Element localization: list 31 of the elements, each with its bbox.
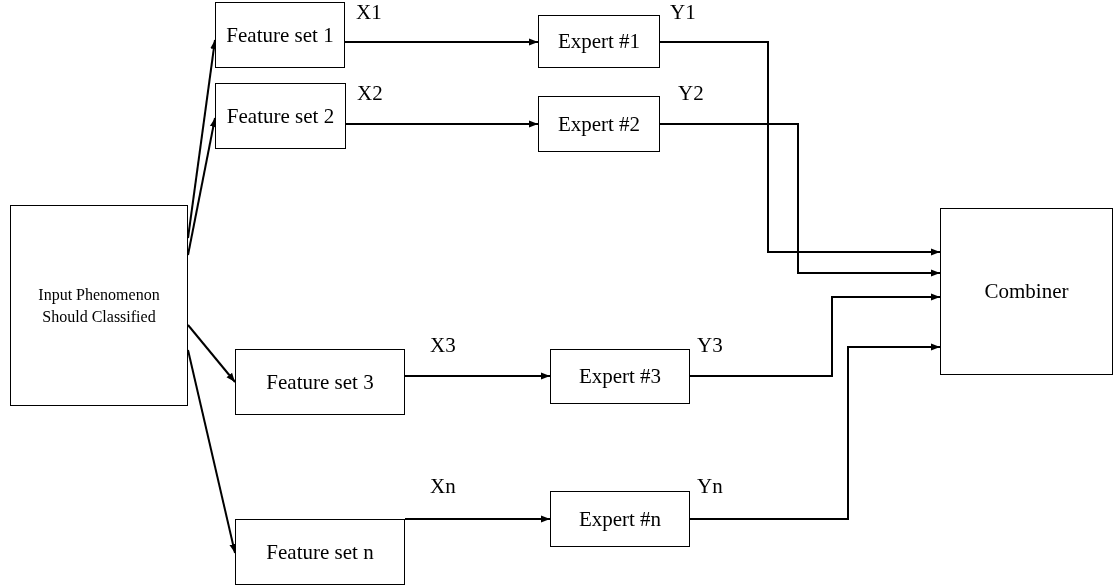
process-box — [550, 349, 690, 404]
process-box — [235, 349, 405, 415]
arrow — [345, 120, 539, 128]
process-box — [538, 96, 660, 152]
process-box — [940, 208, 1113, 375]
process-box — [10, 205, 188, 406]
arrow — [187, 349, 237, 554]
box-label: Combiner — [983, 278, 1070, 305]
process-box — [550, 491, 690, 547]
process-box — [215, 83, 346, 149]
box-label: Feature set 1 — [225, 21, 335, 49]
box-label: Feature set 2 — [225, 102, 336, 130]
arrow — [689, 343, 941, 520]
box-label: Feature set 3 — [265, 368, 375, 396]
arrow — [187, 324, 236, 383]
process-box — [538, 15, 660, 68]
arrow — [404, 372, 551, 380]
box-label: Feature set n — [265, 538, 375, 566]
arrow — [689, 293, 941, 377]
arrow — [659, 123, 941, 277]
arrow — [344, 38, 539, 46]
box-label: Expert #n — [577, 505, 663, 533]
arrow — [404, 515, 551, 523]
box-label: Input Phenomenon Should Classified — [37, 284, 161, 327]
arrow — [659, 41, 941, 256]
box-label: Expert #2 — [556, 110, 642, 138]
process-box — [235, 519, 405, 585]
process-box — [215, 2, 345, 68]
arrow — [187, 117, 217, 256]
box-label: Expert #1 — [556, 28, 642, 55]
box-label: Expert #3 — [577, 363, 663, 390]
